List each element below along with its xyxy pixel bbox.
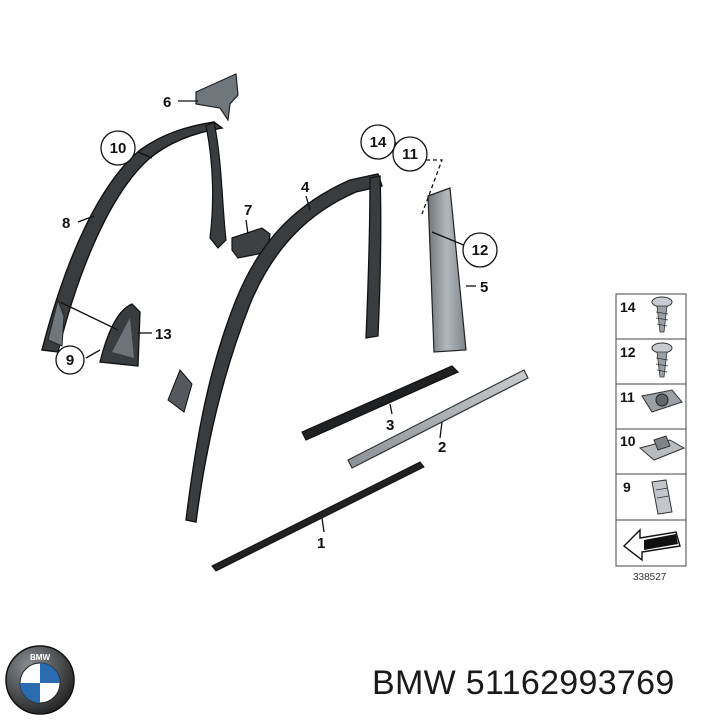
part-6-bracket — [195, 73, 239, 122]
callout-10-circle — [100, 130, 136, 166]
callout-11: 11 — [402, 146, 418, 163]
legend-number-12: 12 — [620, 344, 636, 360]
part-13-mirror-cover — [99, 303, 141, 367]
brand-part-number: BMW 51162993769 — [372, 664, 675, 703]
part-1-lower-seal — [211, 461, 425, 572]
legend-row-11: 11 — [620, 389, 683, 413]
legend-row-10: 10 — [620, 433, 686, 461]
clip-icon — [651, 479, 673, 515]
part-5-pillar-trim — [427, 187, 467, 353]
callout-14: 14 — [370, 134, 387, 151]
legend-number-14: 14 — [620, 299, 636, 315]
callout-5: 5 — [480, 279, 488, 296]
part-8-window-frame-seal — [41, 121, 227, 353]
legend-row-14: 14 — [620, 296, 673, 333]
callout-12-circle — [462, 232, 498, 268]
part-4-window-channel-seal — [167, 173, 383, 523]
part-3-waist-seal — [301, 365, 460, 441]
legend-row-12: 12 — [620, 342, 673, 378]
callout-11-circle — [392, 136, 428, 172]
screw-icon — [651, 342, 673, 378]
part-2-trim-strip — [347, 369, 529, 469]
callout-4: 4 — [301, 179, 310, 196]
callout-14-circle — [360, 124, 396, 160]
svg-text:BMW: BMW — [30, 653, 50, 662]
screw-icon — [651, 296, 673, 333]
callout-9-circle — [55, 345, 85, 375]
callout-13: 13 — [155, 326, 172, 343]
legend-number-10: 10 — [620, 433, 636, 449]
clip-icon — [638, 435, 686, 461]
callout-labels: 1 2 3 4 5 6 7 8 9 10 11 12 13 14 — [55, 94, 498, 552]
part-number: 51162993769 — [465, 664, 675, 702]
leader-lines — [59, 100, 476, 533]
callout-8: 8 — [62, 215, 70, 232]
callout-10: 10 — [110, 140, 127, 157]
callout-2: 2 — [438, 439, 446, 456]
legend-number-9: 9 — [623, 479, 631, 495]
callout-3: 3 — [386, 417, 394, 434]
callout-9: 9 — [66, 352, 74, 369]
arrow-icon — [622, 528, 681, 562]
clip-nut-icon — [641, 389, 683, 413]
legend-number-11: 11 — [620, 389, 635, 405]
fasteners-legend: 14 12 11 10 — [615, 293, 687, 567]
callout-6: 6 — [163, 94, 171, 111]
bmw-logo: BMW — [5, 645, 75, 715]
callout-1: 1 — [317, 535, 325, 552]
callout-12: 12 — [472, 242, 489, 259]
brand-name: BMW — [372, 664, 456, 702]
legend-row-9: 9 — [623, 479, 673, 515]
callout-7: 7 — [244, 202, 252, 219]
reference-number: 338527 — [633, 572, 667, 583]
